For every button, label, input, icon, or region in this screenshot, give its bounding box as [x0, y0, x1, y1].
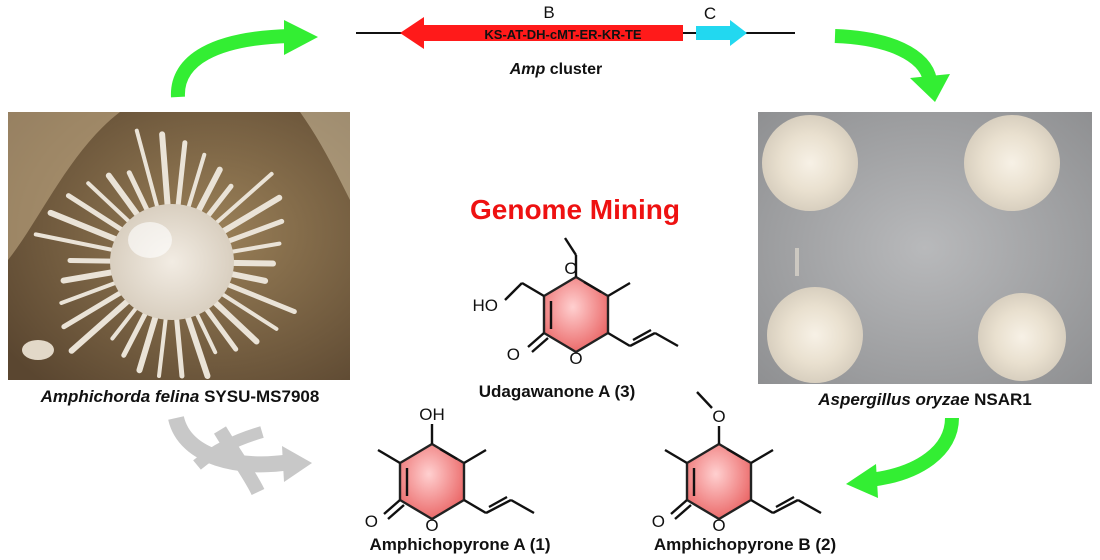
c3-methoxy-o: O [564, 259, 577, 278]
colony-tr [964, 115, 1060, 211]
arrow-tr-head [910, 74, 950, 102]
bond-propenyl-db [772, 498, 799, 515]
compound-2-name: Amphichopyrone B (2) [654, 535, 836, 554]
gene-c-label: C [704, 4, 716, 23]
c3-carbonyl-o: O [507, 345, 520, 364]
cluster-name: Amp cluster [509, 61, 602, 78]
bond-me-left [664, 448, 688, 465]
bond-ch2 [521, 281, 545, 298]
pyrone-ring [398, 442, 466, 521]
genome-mining-title: Genome Mining [470, 194, 680, 225]
bond-propenyl [463, 498, 487, 515]
fungus-satellite [22, 340, 54, 360]
compound-3-structure [504, 237, 679, 354]
gene-cluster: KS-AT-DH-cMT-ER-KR-TE B C Amp cluster [356, 3, 795, 78]
host-strain: NSAR1 [969, 390, 1031, 409]
gene-b-arrow [400, 17, 683, 49]
compound-3-name: Udagawanone A (3) [479, 382, 635, 401]
fungus-highlight [128, 222, 172, 258]
source-strain: SYSU-MS7908 [199, 387, 319, 406]
colony-br [978, 293, 1066, 381]
bond-carbonyl-2 [387, 504, 405, 520]
double-bond [439, 447, 458, 461]
host-organism-label: Aspergillus oryzae NSAR1 [817, 390, 1032, 409]
gene-c-arrow [696, 20, 747, 46]
bond-ch2-oh [504, 282, 523, 301]
source-organism-label: Amphichorda felina SYSU-MS7908 [40, 387, 320, 406]
c1-ring-o: O [425, 516, 438, 535]
bond-o-me [696, 391, 713, 409]
c3-ho: HO [473, 296, 499, 315]
double-bond [726, 447, 745, 461]
curved-green-arrow-icon [834, 29, 950, 102]
c2-methoxy-o: O [712, 407, 725, 426]
c2-carbonyl-o: O [652, 512, 665, 531]
cluster-name-rest: cluster [545, 61, 602, 78]
curved-green-arrow-icon [846, 417, 959, 498]
fungus-core [110, 204, 234, 320]
bond-propenyl [607, 331, 631, 348]
bond-propenyl-db2 [488, 495, 508, 509]
bond-me [607, 281, 631, 298]
colony-bl [767, 287, 863, 383]
c1-oh: OH [419, 405, 445, 424]
bond-propenyl-end [797, 498, 822, 515]
compound-2-structure [664, 391, 822, 521]
gray-arrow-cross [213, 426, 265, 496]
colony-tl [762, 115, 858, 211]
bond-carbonyl [527, 332, 545, 348]
c3-ring-o: O [569, 349, 582, 368]
pyrone-ring [542, 275, 610, 354]
gray-arrow-cross-2 [193, 426, 264, 470]
bond-me [750, 448, 774, 465]
bond-propenyl-db2 [775, 495, 795, 509]
plate-scratch [795, 248, 799, 276]
bond-propenyl [750, 498, 774, 515]
arrow-tl-shaft [170, 29, 291, 98]
arrow-tl-head [284, 20, 318, 55]
curved-green-arrow-icon [170, 20, 318, 98]
cluster-name-italic: Amp [509, 61, 546, 78]
double-bond [583, 280, 602, 294]
bond-carbonyl-2 [674, 504, 692, 520]
bond-propenyl-db [485, 498, 512, 515]
arrow-br-shaft [869, 417, 959, 487]
bond-propenyl-end [510, 498, 535, 515]
petri-rim [8, 112, 120, 260]
bond-propenyl-db [629, 331, 656, 348]
pyrone-ring [685, 442, 753, 521]
petri-rim-right [300, 112, 350, 200]
c2-ring-o: O [712, 516, 725, 535]
bond-carbonyl [670, 499, 688, 515]
bond-carbonyl [383, 499, 401, 515]
host-genus: Aspergillus oryzae [817, 390, 969, 409]
compound-1-name: Amphichopyrone A (1) [369, 535, 550, 554]
source-genus: Amphichorda felina [40, 387, 200, 406]
bond-me [463, 448, 487, 465]
arrow-tr-shaft [834, 29, 937, 83]
bond-o-me [563, 237, 578, 256]
compound-1-structure [377, 424, 535, 521]
bond-propenyl-db2 [632, 328, 652, 342]
gene-b-label: B [543, 3, 554, 22]
gene-b-domains: KS-AT-DH-cMT-ER-KR-TE [484, 27, 642, 42]
arrow-br-head [846, 464, 878, 498]
bond-carbonyl-2 [531, 337, 549, 353]
blocked-gray-arrow-icon [168, 415, 312, 496]
gray-arrow-head [282, 446, 312, 482]
c1-carbonyl-o: O [365, 512, 378, 531]
bond-me-left [377, 448, 401, 465]
gray-arrow-shaft [168, 415, 292, 473]
source-fungus-photo [8, 112, 350, 380]
host-plate-photo [758, 112, 1092, 384]
bond-propenyl-end [654, 331, 679, 348]
